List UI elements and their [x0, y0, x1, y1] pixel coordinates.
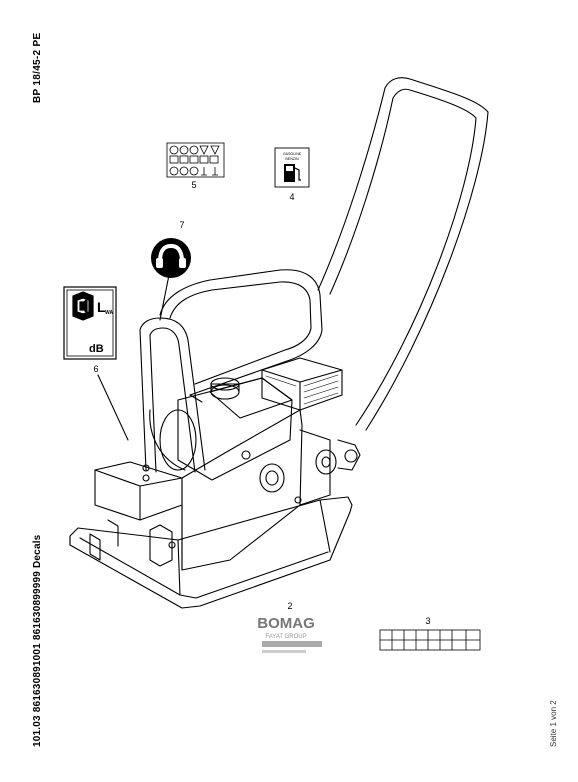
base-plate: [69, 496, 353, 609]
engine-frame: [139, 269, 323, 473]
decal-7-ear-protection: [151, 238, 191, 278]
engine: [149, 357, 343, 481]
decal-5-pictogram-grid: [166, 142, 225, 178]
callout-6-leader: [97, 374, 129, 441]
guide-handle: [317, 77, 489, 431]
callout-6: 6: [93, 364, 98, 374]
db-label: dB: [89, 343, 104, 355]
callout-5: 5: [191, 180, 196, 190]
speaker-icon: [72, 291, 94, 321]
exciter-housing: [94, 409, 361, 571]
brand-subtitle: FAYAT GROUP: [265, 634, 306, 640]
callout-3: 3: [425, 616, 430, 626]
brand-logo-text: BOMAG: [257, 615, 315, 632]
decal-3-strip-grid: [379, 629, 481, 651]
callout-7: 7: [179, 220, 184, 230]
callout-4: 4: [289, 192, 294, 202]
fuel-pump-icon: [284, 164, 301, 182]
decal-4-gasoline: GASOLINE BENZIN: [274, 147, 310, 188]
lwa-label: L: [97, 299, 106, 315]
ear-protection-icon: [156, 244, 186, 268]
decal-6-sound-power: L WA dB: [63, 286, 117, 360]
gasoline-subtext: BENZIN: [285, 157, 299, 161]
callout-2: 2: [287, 601, 292, 611]
lwa-subscript: WA: [105, 310, 113, 316]
gasoline-text: GASOLINE: [283, 152, 302, 156]
decal-2-brand-logo: BOMAG FAYAT GROUP: [257, 615, 322, 653]
